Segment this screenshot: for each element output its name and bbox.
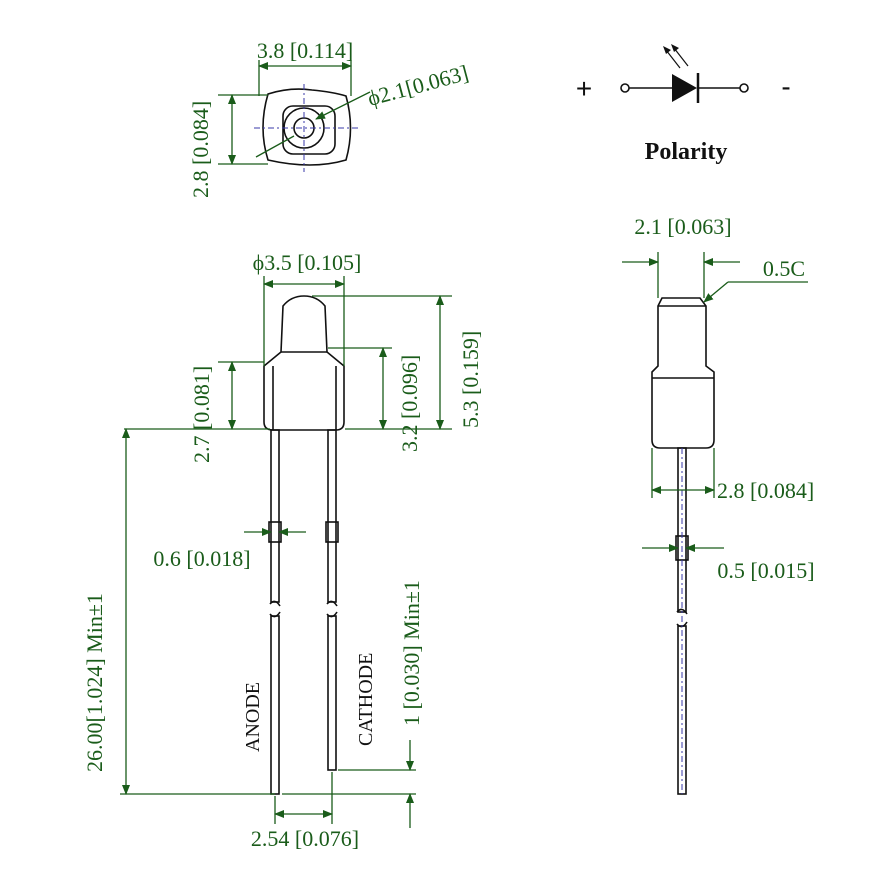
front-h53-dim-text: 5.3 [0.159] xyxy=(458,331,483,428)
anode-label: ANODE xyxy=(242,682,264,752)
top-hole-leader-b xyxy=(255,135,295,158)
front-lw-dim-text: 0.6 [0.018] xyxy=(153,546,250,571)
top-width-dim-text: 3.8 [0.114] xyxy=(257,38,353,63)
top-hole-leader xyxy=(315,91,371,120)
side-body-dim-text: 2.8 [0.084] xyxy=(717,478,814,503)
side-chamfer-leader xyxy=(703,281,729,303)
polarity-terminal-left xyxy=(620,83,630,93)
front-dia-dim-text: ϕ3.5 [0.105] xyxy=(253,250,362,275)
anode-lead-lower xyxy=(270,615,280,795)
side-chamfer-text: 0.5C xyxy=(763,256,805,281)
top-view: 3.8 [0.114] 2.8 [0.084] ϕ2.1[0.063] xyxy=(188,38,471,198)
polarity-minus: - xyxy=(781,71,790,102)
cathode-lead-upper xyxy=(327,429,337,603)
anode-break-mark xyxy=(269,600,281,607)
top-height-dim-text: 2.8 [0.084] xyxy=(188,101,213,198)
anode-lead-upper xyxy=(270,429,280,603)
cathode-lead-kink xyxy=(325,521,339,543)
side-tip-dim-text: 2.1 [0.063] xyxy=(634,214,731,239)
top-view-boss xyxy=(282,105,336,155)
front-h27-dim-text: 2.7 [0.081] xyxy=(189,366,214,463)
front-ls-dim-text: 2.54 [0.076] xyxy=(251,826,359,851)
side-view: 2.1 [0.063] 0.5C 2.8 [0.084] 0.5 [0.015] xyxy=(622,214,815,795)
polarity-symbol: + - Polarity xyxy=(576,44,791,165)
front-view: ANODE CATHODE ϕ3.5 [0.105] 2.7 [0.081] 3… xyxy=(82,250,483,851)
cathode-lead-lower xyxy=(327,615,337,771)
front-led-outline xyxy=(263,295,345,431)
led-triangle-icon xyxy=(672,74,697,102)
top-hole-dim-text: ϕ2.1[0.063] xyxy=(365,60,471,111)
front-h32-dim-text: 3.2 [0.096] xyxy=(397,355,422,452)
front-lead-dim-text: 26.00[1.024] Min±1 xyxy=(82,593,107,772)
polarity-plus: + xyxy=(576,73,592,104)
side-led-outline xyxy=(651,297,715,449)
polarity-label: Polarity xyxy=(645,139,728,165)
side-lead-dim-text: 0.5 [0.015] xyxy=(717,558,814,583)
polarity-terminal-right xyxy=(739,83,749,93)
side-break-mark xyxy=(676,608,688,615)
cathode-label: CATHODE xyxy=(355,653,377,746)
light-emission-arrows-icon xyxy=(663,44,689,69)
front-ld-dim-text: 1 [0.030] Min±1 xyxy=(399,580,424,726)
cathode-break-mark xyxy=(326,600,338,607)
